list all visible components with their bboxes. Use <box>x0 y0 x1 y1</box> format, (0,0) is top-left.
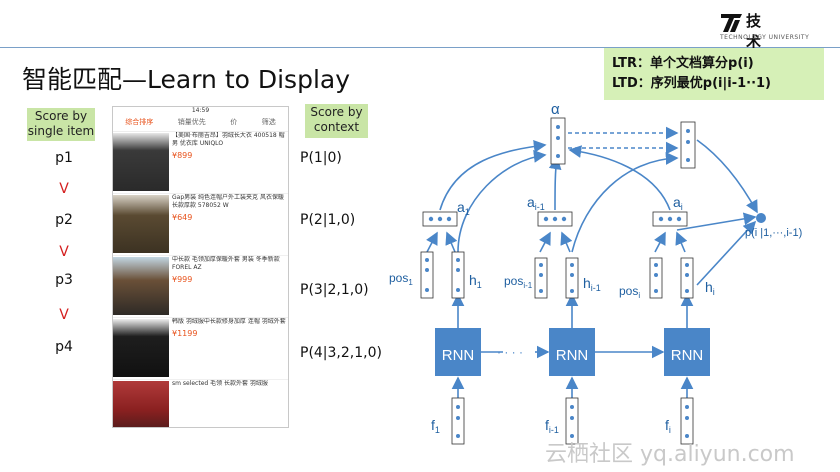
output-node <box>756 213 766 223</box>
greater-sign: V <box>59 244 69 260</box>
product-price: ¥649 <box>172 213 193 222</box>
product-item[interactable]: 【美国·布丽吉昂】羽绒长大衣 400518 帽 男 优衣库 UNIQLO ¥899 <box>113 132 288 194</box>
item-p1: p1 <box>55 150 73 166</box>
item-p4: p4 <box>55 339 73 355</box>
product-item[interactable]: 中长款 毛领加厚保暖外套 男装 冬季新款 FOREL AZ ¥999 <box>113 256 288 318</box>
score-single-label: Score by single item <box>27 108 95 141</box>
posi1-label: posi-1 <box>504 274 533 290</box>
cond-prob-1: P(1|0) <box>300 150 342 166</box>
product-title: 【美国·布丽吉昂】羽绒长大衣 400518 帽 男 优衣库 UNIQLO <box>172 132 285 147</box>
product-item[interactable]: Gap男装 纯色连帽户外工装夹克 风衣保暖 长款厚款 578052 W ¥649 <box>113 194 288 256</box>
product-price: ¥999 <box>172 275 193 284</box>
header-rule <box>0 47 840 48</box>
phone-sort-tabs: 综合排序 销量优先 价 筛选 <box>113 117 288 132</box>
f1-label: f1 <box>431 417 440 435</box>
rnn-label-1: RNN <box>442 347 475 364</box>
product-item[interactable]: 韩版 羽绒服中长款修身加厚 连帽 羽绒外套 ¥1199 <box>113 318 288 380</box>
tab-price[interactable]: 价 <box>230 118 238 126</box>
greater-sign: V <box>59 181 69 197</box>
phone-status-bar: 14:59 <box>191 107 210 114</box>
tab-sales[interactable]: 销量优先 <box>177 118 206 126</box>
product-title: 中长款 毛领加厚保暖外套 男装 冬季新款 FOREL AZ <box>172 256 280 271</box>
output-label: p(i |1,···,i-1) <box>745 227 802 239</box>
rnn-label-i-1: RNN <box>556 347 589 364</box>
fi1-label: fi-1 <box>545 417 559 435</box>
cond-prob-4: P(4|3,2,1,0) <box>300 345 382 361</box>
product-price: ¥1199 <box>172 329 198 338</box>
ai-label: ai <box>673 194 683 212</box>
alpha-label: α <box>551 101 560 118</box>
ai1-label: ai-1 <box>527 194 545 212</box>
hi1-label: hi-1 <box>583 275 601 293</box>
product-price: ¥899 <box>172 151 193 160</box>
fi-label: fi <box>665 417 671 435</box>
rnn-label-i: RNN <box>671 347 704 364</box>
rnn-cell-i <box>664 328 710 376</box>
h1-label: h1 <box>469 272 482 290</box>
logo-subtitle: TECHNOLOGY UNIVERSITY <box>720 34 810 41</box>
rnn-cell-i-1 <box>549 328 595 376</box>
ltd-line: LTD：序列最优p(i|i-1··1) <box>612 76 772 91</box>
product-title: 韩版 羽绒服中长款修身加厚 连帽 羽绒外套 <box>172 318 286 325</box>
ltr-ltd-callout: LTR：单个文档算分p(i) LTD：序列最优p(i|i-1··1) <box>604 48 824 100</box>
product-image <box>113 133 169 191</box>
page-title: 智能匹配—Learn to Display <box>22 65 351 94</box>
cond-prob-2: P(2|1,0) <box>300 212 356 228</box>
item-p3: p3 <box>55 272 73 288</box>
product-image <box>113 257 169 315</box>
pos1-label: pos1 <box>389 271 413 287</box>
cond-prob-3: P(3|2,1,0) <box>300 282 369 298</box>
phone-screenshot: 14:59 综合排序 销量优先 价 筛选 【美国·布丽吉昂】羽绒长大衣 4005… <box>112 106 289 428</box>
greater-sign: V <box>59 307 69 323</box>
a1-label: a1 <box>457 199 470 217</box>
posi-label: posi <box>619 284 640 300</box>
watermark: 云栖社区 yq.aliyun.com <box>545 442 795 467</box>
product-item[interactable]: sm selected 毛领 长款外套 羽绒服 <box>113 380 288 427</box>
product-image <box>113 319 169 377</box>
product-image <box>113 381 169 427</box>
chain-dots: · · · · <box>497 345 523 359</box>
score-context-label: Score by context <box>305 104 368 138</box>
logo-mark-icon <box>721 14 742 32</box>
rnn-cell-1 <box>435 328 481 376</box>
tab-comprehensive[interactable]: 综合排序 <box>125 118 154 126</box>
product-image <box>113 195 169 253</box>
product-title: sm selected 毛领 长款外套 羽绒服 <box>172 380 268 387</box>
rnn-diagram: RNN RNN RNN · · · · α a1 ai-1 ai pos1 h1… <box>389 101 802 445</box>
ltr-line: LTR：单个文档算分p(i) <box>612 56 754 71</box>
product-title: Gap男装 纯色连帽户外工装夹克 风衣保暖 长款厚款 578052 W <box>172 194 284 209</box>
hi-label: hi <box>705 279 715 297</box>
item-p2: p2 <box>55 212 73 228</box>
tab-filter[interactable]: 筛选 <box>261 118 276 126</box>
